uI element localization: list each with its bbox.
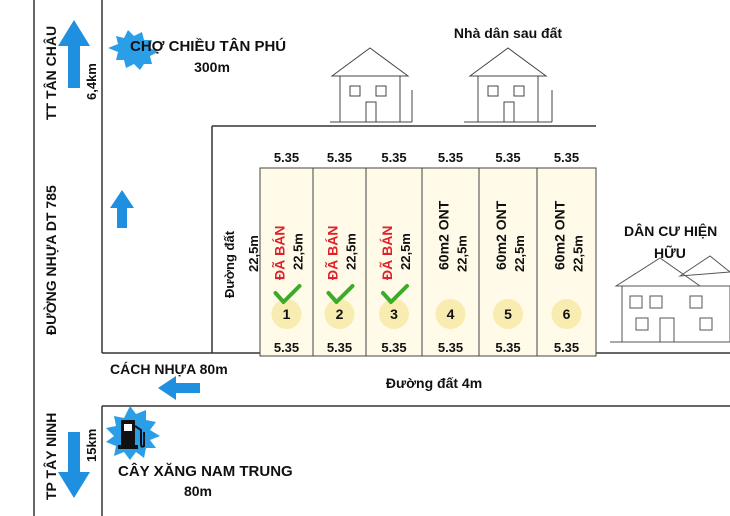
road-label-middle: ĐƯỜNG NHỰA DT 785 — [42, 185, 59, 335]
gas-station-name: CÂY XĂNG NAM TRUNG — [118, 462, 293, 480]
lot-depth: 22,5m — [398, 233, 413, 270]
arrow-left-icon — [158, 376, 200, 400]
lot-depth: 22,5m — [512, 235, 527, 272]
side-road-width: 22,5m — [246, 235, 261, 272]
lot-depth: 22,5m — [571, 235, 586, 272]
lot-status: ĐÃ BÁN — [271, 226, 288, 280]
house-icon — [464, 47, 553, 123]
lot-number-circle — [435, 299, 466, 329]
arrow-up-icon — [58, 20, 90, 88]
lot-status: 60m2 ONT — [493, 200, 509, 270]
lot-bottom-width: 5.35 — [327, 340, 352, 355]
lot-bottom-width: 5.35 — [274, 340, 299, 355]
lot-depth: 22,5m — [344, 233, 359, 270]
lot-number-circle — [271, 299, 302, 329]
lot-number: 2 — [336, 306, 344, 322]
left-road — [33, 0, 730, 516]
lot-bottom-width: 5.35 — [495, 340, 520, 355]
road-label-bottom: TP TÂY NINH — [42, 413, 59, 500]
lot-status: ĐÃ BÁN — [378, 226, 395, 280]
lot-status: 60m2 ONT — [552, 200, 568, 270]
lot-number-circle — [493, 299, 523, 329]
fuel-pump-icon — [118, 420, 145, 449]
house-icon — [330, 47, 413, 123]
lot-status: 60m2 ONT — [436, 200, 452, 270]
lot-status: ĐÃ BÁN — [324, 226, 341, 280]
lot-number: 3 — [390, 306, 398, 322]
lot-top-width: 5.35 — [554, 150, 579, 165]
asphalt-distance: CÁCH NHỰA 80m — [110, 361, 228, 377]
lot-number: 6 — [563, 306, 571, 322]
lot-top-width: 5.35 — [327, 150, 352, 165]
check-icon — [381, 284, 409, 304]
distance-label-top: 6,4km — [84, 63, 99, 100]
lot-number: 4 — [447, 306, 455, 322]
lot-number-circle — [379, 299, 409, 329]
distance-label-bottom: 15km — [84, 429, 99, 462]
lot-bottom-width: 5.35 — [381, 340, 406, 355]
gas-station-distance: 80m — [184, 483, 212, 499]
check-icon — [273, 284, 302, 304]
lot-depth: 22,5m — [291, 233, 306, 270]
market-name: CHỢ CHIỀU TÂN PHÚ — [130, 37, 286, 55]
lot-top-width: 5.35 — [381, 150, 406, 165]
road-label-top: TT TÂN CHÂU — [42, 26, 59, 120]
lot-number-circle — [324, 299, 355, 329]
lot-top-width: 5.35 — [274, 150, 299, 165]
lot-bottom-width: 5.35 — [438, 340, 463, 355]
lot-number: 5 — [504, 306, 512, 322]
residents-label-line1: DÂN CƯ HIỆN — [624, 222, 717, 239]
arrow-down-icon — [58, 432, 90, 498]
lot-depth: 22,5m — [455, 235, 470, 272]
lot-bottom-width: 5.35 — [554, 340, 579, 355]
burst-icon — [108, 30, 158, 70]
lot-top-width: 5.35 — [438, 150, 463, 165]
lot-number-circle — [551, 299, 582, 329]
lot-number: 1 — [283, 306, 291, 322]
front-road-label: Đường đất 4m — [386, 375, 482, 391]
arrow-up-icon — [110, 190, 134, 228]
house-icon — [610, 255, 730, 343]
lot-top-width: 5.35 — [495, 150, 520, 165]
residents-label-line2: HỮU — [654, 244, 686, 261]
market-distance: 300m — [194, 59, 230, 75]
houses-behind-label: Nhà dân sau đất — [454, 25, 562, 41]
check-icon — [326, 284, 355, 304]
side-road-label: Đường đất — [222, 230, 237, 298]
